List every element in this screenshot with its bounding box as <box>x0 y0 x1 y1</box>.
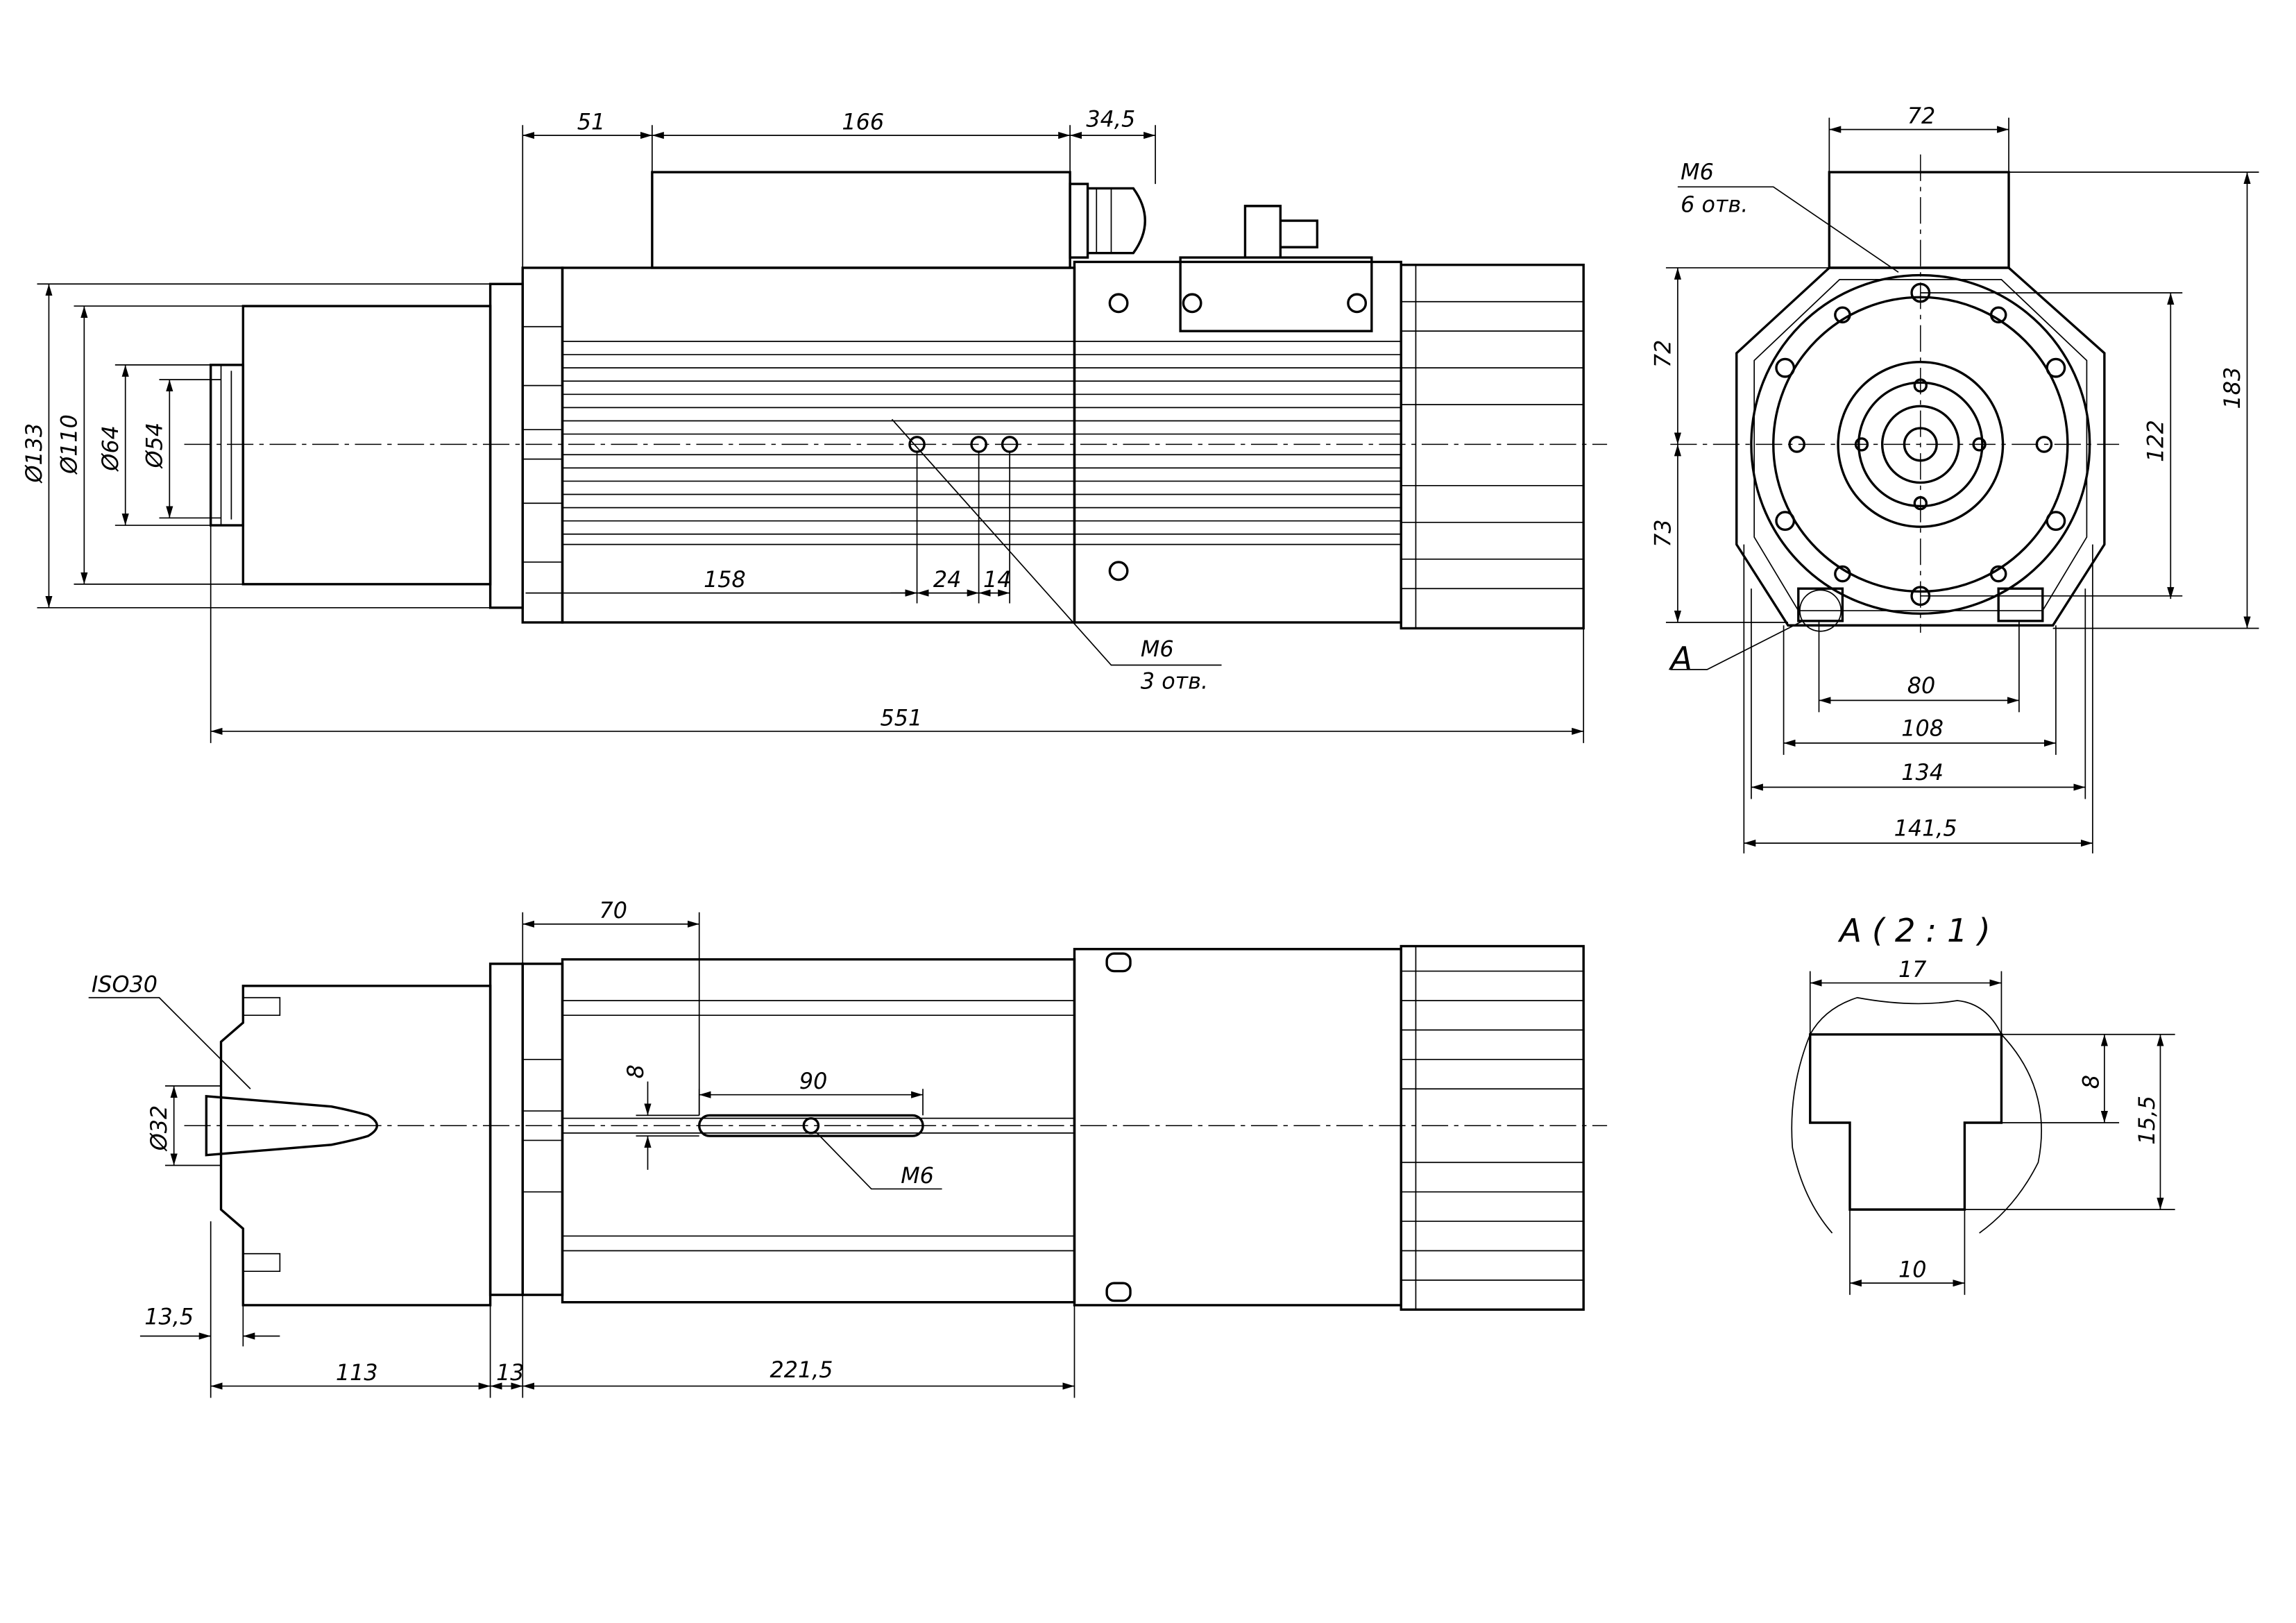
dim-551: 551 <box>881 705 923 731</box>
dim-8: 8 <box>623 1064 649 1078</box>
detail-marker-a: A <box>1668 640 1692 678</box>
dim-158: 158 <box>704 567 746 593</box>
dim-72-top: 72 <box>1907 103 1935 129</box>
detail-dim-8: 8 <box>2078 1075 2104 1089</box>
dim-13-5: 13,5 <box>144 1305 194 1330</box>
hole-count: 3 отв. <box>1141 668 1208 694</box>
dim-113: 113 <box>336 1360 378 1386</box>
hole-label: M6 <box>1141 636 1174 662</box>
side-view: 51 166 34,5 Ø133 Ø110 Ø64 Ø54 158 24 14 … <box>22 106 1608 743</box>
dim-73: 73 <box>1650 519 1676 547</box>
end-hole-count: 6 отв. <box>1681 192 1748 217</box>
end-view: 72 M6 6 отв. 183 122 72 73 A 80 108 134 … <box>1650 103 2259 853</box>
dim-166: 166 <box>842 110 884 135</box>
dim-13: 13 <box>496 1360 524 1386</box>
dia-133: Ø133 <box>22 423 47 484</box>
end-hole-label: M6 <box>1681 160 1714 185</box>
taper-label: ISO30 <box>92 971 158 997</box>
bottom-hole-label: M6 <box>901 1163 934 1189</box>
dim-134: 134 <box>1901 760 1944 785</box>
dim-183: 183 <box>2220 367 2245 409</box>
dim-70: 70 <box>599 898 627 924</box>
bottom-view: 70 8 90 M6 ISO30 Ø32 13,5 113 13 221,5 <box>88 898 1608 1398</box>
detail-dim-17: 17 <box>1898 957 1926 983</box>
dim-108: 108 <box>1901 715 1944 741</box>
dim-122: 122 <box>2143 420 2169 462</box>
dia-32: Ø32 <box>146 1105 172 1152</box>
dim-72-left: 72 <box>1650 340 1676 368</box>
dim-90: 90 <box>799 1069 827 1094</box>
dia-64: Ø64 <box>98 425 124 473</box>
bolt-holes <box>1775 282 2066 606</box>
dim-14: 14 <box>983 567 1011 593</box>
detail-title: A ( 2 : 1 ) <box>1837 912 1991 950</box>
dim-141-5: 141,5 <box>1894 815 1957 841</box>
dim-24: 24 <box>933 567 961 593</box>
dim-34-5: 34,5 <box>1086 106 1135 132</box>
dia-110: Ø110 <box>57 414 83 475</box>
detail-dim-15-5: 15,5 <box>2134 1096 2160 1145</box>
dim-221-5: 221,5 <box>770 1357 833 1383</box>
dim-80: 80 <box>1907 673 1935 699</box>
dim-51: 51 <box>577 110 605 135</box>
dia-54: Ø54 <box>142 423 168 470</box>
detail-a: A ( 2 : 1 ) 17 8 15,5 10 <box>1791 912 2175 1295</box>
detail-dim-10: 10 <box>1898 1257 1926 1283</box>
